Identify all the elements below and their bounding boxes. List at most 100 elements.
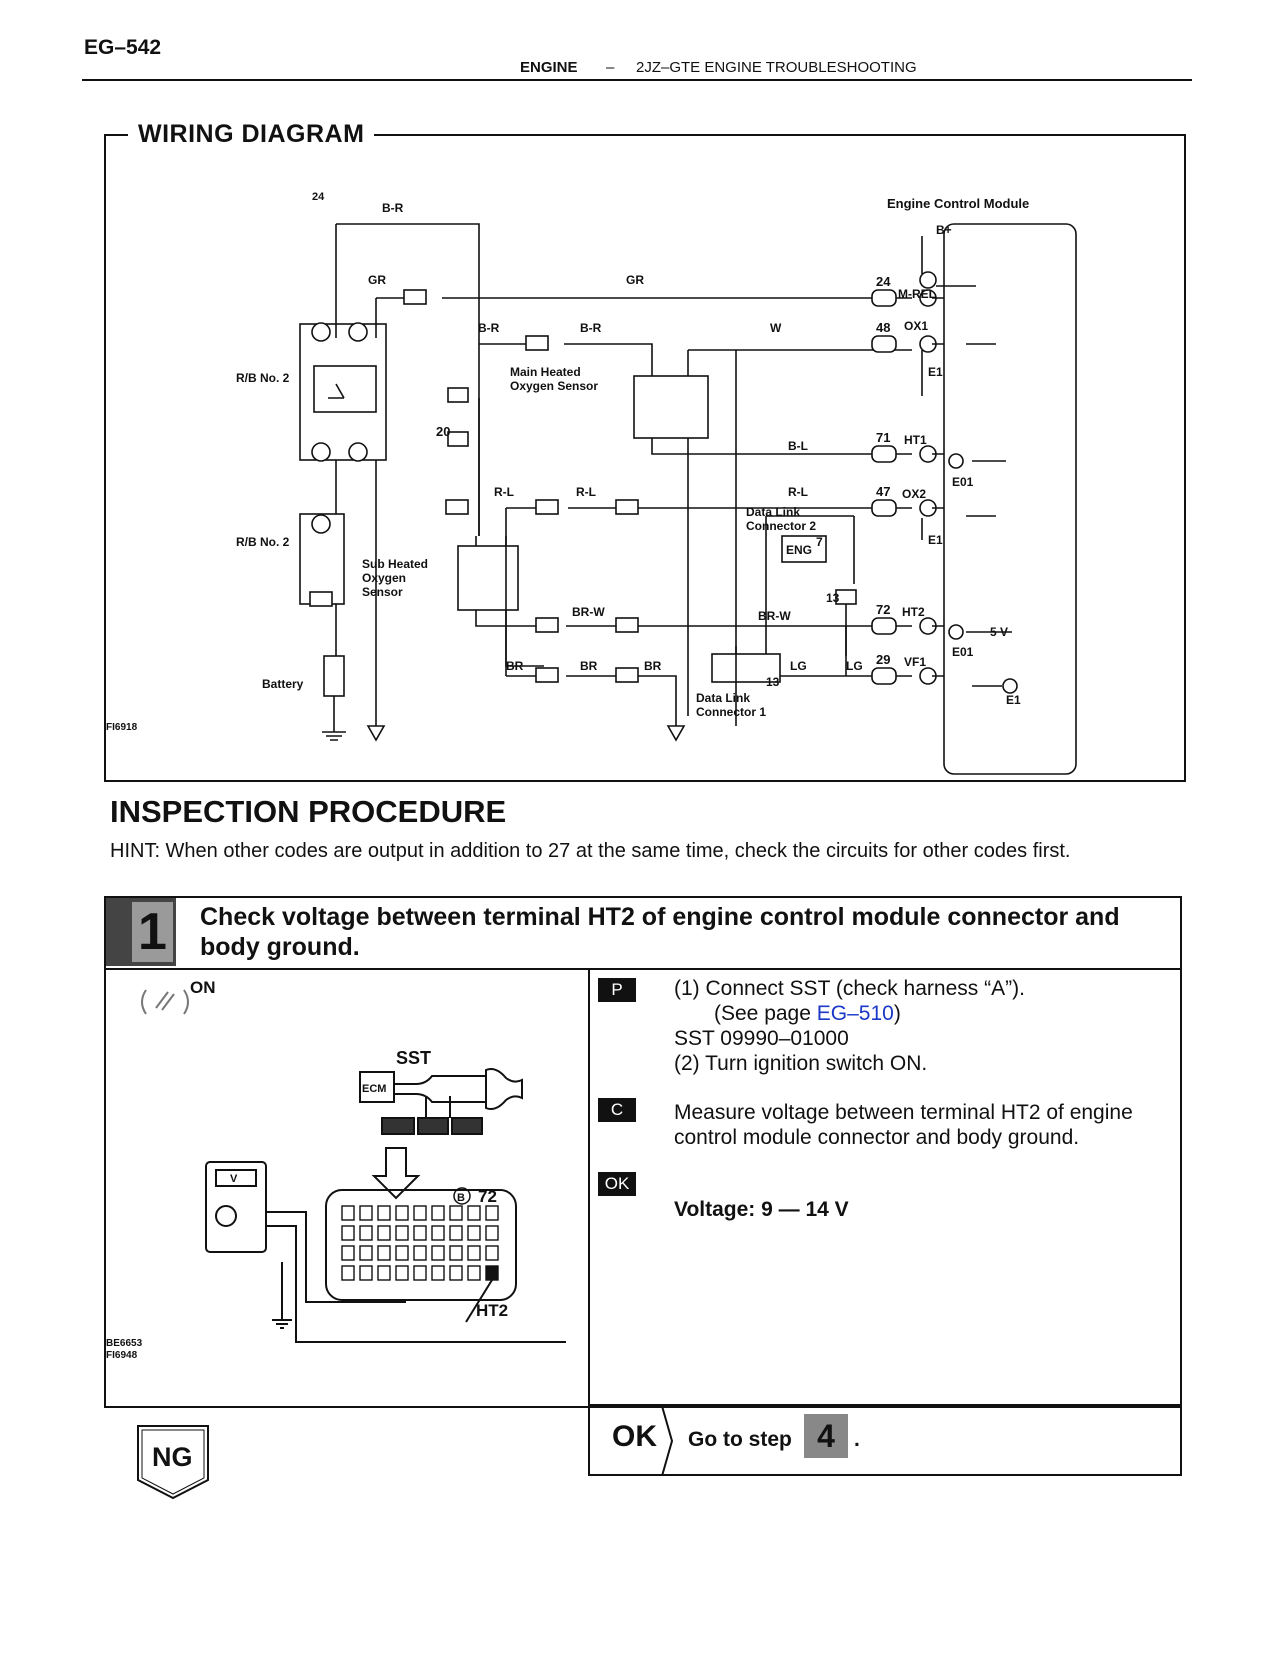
sub-sensor-label-3: Sensor <box>362 585 403 599</box>
wiring-diagram: Engine Control Module B+ M-REL OX1 E1 HT… <box>106 191 1077 775</box>
pin-48: 48 <box>876 320 890 335</box>
wire-gr-2: GR <box>626 273 644 287</box>
illus-code-1: BE6653 <box>106 1338 143 1349</box>
dlc1-label-1: Data Link <box>696 691 750 705</box>
step-title: Check voltage between terminal HT2 of en… <box>200 903 1120 961</box>
connector-pin-label: 72 <box>478 1187 497 1206</box>
pin-71: 71 <box>876 430 890 445</box>
measure-instruction: Measure voltage between terminal HT2 of … <box>674 1101 1133 1149</box>
wire-lg-2: LG <box>846 659 863 673</box>
inspection-title: INSPECTION PROCEDURE <box>110 794 507 829</box>
pin-20: 20 <box>436 424 450 439</box>
wire-r-l-1: R-L <box>494 485 514 499</box>
step-column-divider <box>588 968 590 1404</box>
ht2-label: HT2 <box>902 605 925 619</box>
ecm-label: Engine Control Module <box>887 196 1029 211</box>
eng-label: ENG <box>786 543 812 557</box>
pin-72: 72 <box>876 602 890 617</box>
wire-r-l-3: R-L <box>788 485 808 499</box>
voltage-spec: Voltage: 9 — 14 V <box>674 1198 849 1221</box>
pin-29: 29 <box>876 652 890 667</box>
ok-badge: OK <box>598 1172 636 1196</box>
pin-24: 24 <box>876 274 891 289</box>
five-v-label: 5 V <box>990 625 1008 639</box>
header-subsection: 2JZ–GTE ENGINE TROUBLESHOOTING <box>636 59 917 76</box>
goto-step-badge[interactable]: 4 <box>804 1414 848 1458</box>
prep-sst-number: SST 09990–01000 <box>674 1027 849 1050</box>
prep-step-2: (2) Turn ignition switch ON. <box>674 1052 928 1075</box>
ox2-label: OX2 <box>902 487 926 501</box>
page-number: EG–542 <box>84 36 162 59</box>
e1-label-1: E1 <box>928 365 943 379</box>
step-number: 1 <box>132 902 173 962</box>
vf1-label: VF1 <box>904 655 926 669</box>
e01-label-2: E01 <box>952 645 974 659</box>
wire-b-r-3: B-R <box>580 321 602 335</box>
figure-code: FI6918 <box>106 722 138 733</box>
check-badge: C <box>598 1098 636 1122</box>
result-divider <box>588 1404 1182 1406</box>
bplus-label: B+ <box>936 223 952 237</box>
pin-47: 47 <box>876 484 890 499</box>
step-number-badge: 1 <box>106 898 176 966</box>
ok-arrow-icon <box>661 1406 674 1476</box>
ignition-on-label: ON <box>190 978 216 997</box>
wiring-diagram-frame <box>104 134 1186 782</box>
ht2-terminal-label: HT2 <box>476 1301 508 1320</box>
e01-label-1: E01 <box>952 475 974 489</box>
wiring-diagram-title: WIRING DIAGRAM <box>128 120 375 149</box>
e1-label-3: E1 <box>1006 693 1021 707</box>
main-sensor-label-2: Oxygen Sensor <box>510 379 598 393</box>
sub-sensor-label-1: Sub Heated <box>362 557 428 571</box>
pin-13: 13 <box>826 591 840 605</box>
ok-result-label: OK <box>612 1420 657 1453</box>
prep-see-page: (See page EG–510) <box>714 1002 901 1025</box>
wire-w: W <box>770 321 782 335</box>
goto-period: . <box>854 1428 860 1451</box>
prep-badge: P <box>598 978 636 1002</box>
wire-br-w-2: BR-W <box>758 609 791 623</box>
inspection-hint: HINT: When other codes are output in add… <box>110 840 1071 862</box>
header-section: ENGINE <box>520 59 578 76</box>
wire-br-1: BR <box>506 659 524 673</box>
meter-v-label: V <box>230 1173 238 1185</box>
wire-gr-1: GR <box>368 273 386 287</box>
ht1-label: HT1 <box>904 433 927 447</box>
mrel-label: M-REL <box>898 287 936 301</box>
step-divider <box>104 968 1182 970</box>
pin-label: 24 <box>312 191 325 203</box>
wire-br-3: BR <box>644 659 662 673</box>
wire-b-l: B-L <box>788 439 808 453</box>
ox1-label: OX1 <box>904 319 928 333</box>
wire-b-r-2: B-R <box>478 321 500 335</box>
pin-13b: 13 <box>766 675 780 689</box>
rb-no2-upper-label: R/B No. 2 <box>236 371 290 385</box>
rb-no2-lower-label: R/B No. 2 <box>236 535 290 549</box>
illus-code-2: FI6948 <box>106 1350 138 1361</box>
sub-sensor-label-2: Oxygen <box>362 571 406 585</box>
ok-result-bar <box>588 1406 1182 1476</box>
dlc2-label-1: Data Link <box>746 505 800 519</box>
wire-br-2: BR <box>580 659 598 673</box>
main-sensor-label-1: Main Heated <box>510 365 581 379</box>
ng-label: NG <box>152 1442 193 1472</box>
header-separator: – <box>606 59 615 76</box>
prep-step-1: (1) Connect SST (check harness “A”). <box>674 977 1025 1000</box>
wire-r-l-2: R-L <box>576 485 596 499</box>
dlc2-label-2: Connector 2 <box>746 519 816 533</box>
pin-7: 7 <box>816 535 823 549</box>
battery-label: Battery <box>262 677 304 691</box>
measurement-illustration: SST ECM V B 72 HT2 BE6653 FI6948 <box>106 989 566 1361</box>
wire-br-w-1: BR-W <box>572 605 605 619</box>
ng-shield-icon <box>137 1425 209 1500</box>
wire-lg-1: LG <box>790 659 807 673</box>
sst-label: SST <box>396 1048 431 1068</box>
dlc1-label-2: Connector 1 <box>696 705 766 719</box>
ecm-box-label: ECM <box>362 1083 386 1095</box>
header-rule <box>82 79 1192 81</box>
e1-label-2: E1 <box>928 533 943 547</box>
see-page-link[interactable]: EG–510 <box>816 1002 894 1025</box>
goto-text: Go to step <box>688 1428 792 1451</box>
connector-b-label: B <box>457 1192 465 1204</box>
wire-b-r-top: B-R <box>382 201 404 215</box>
